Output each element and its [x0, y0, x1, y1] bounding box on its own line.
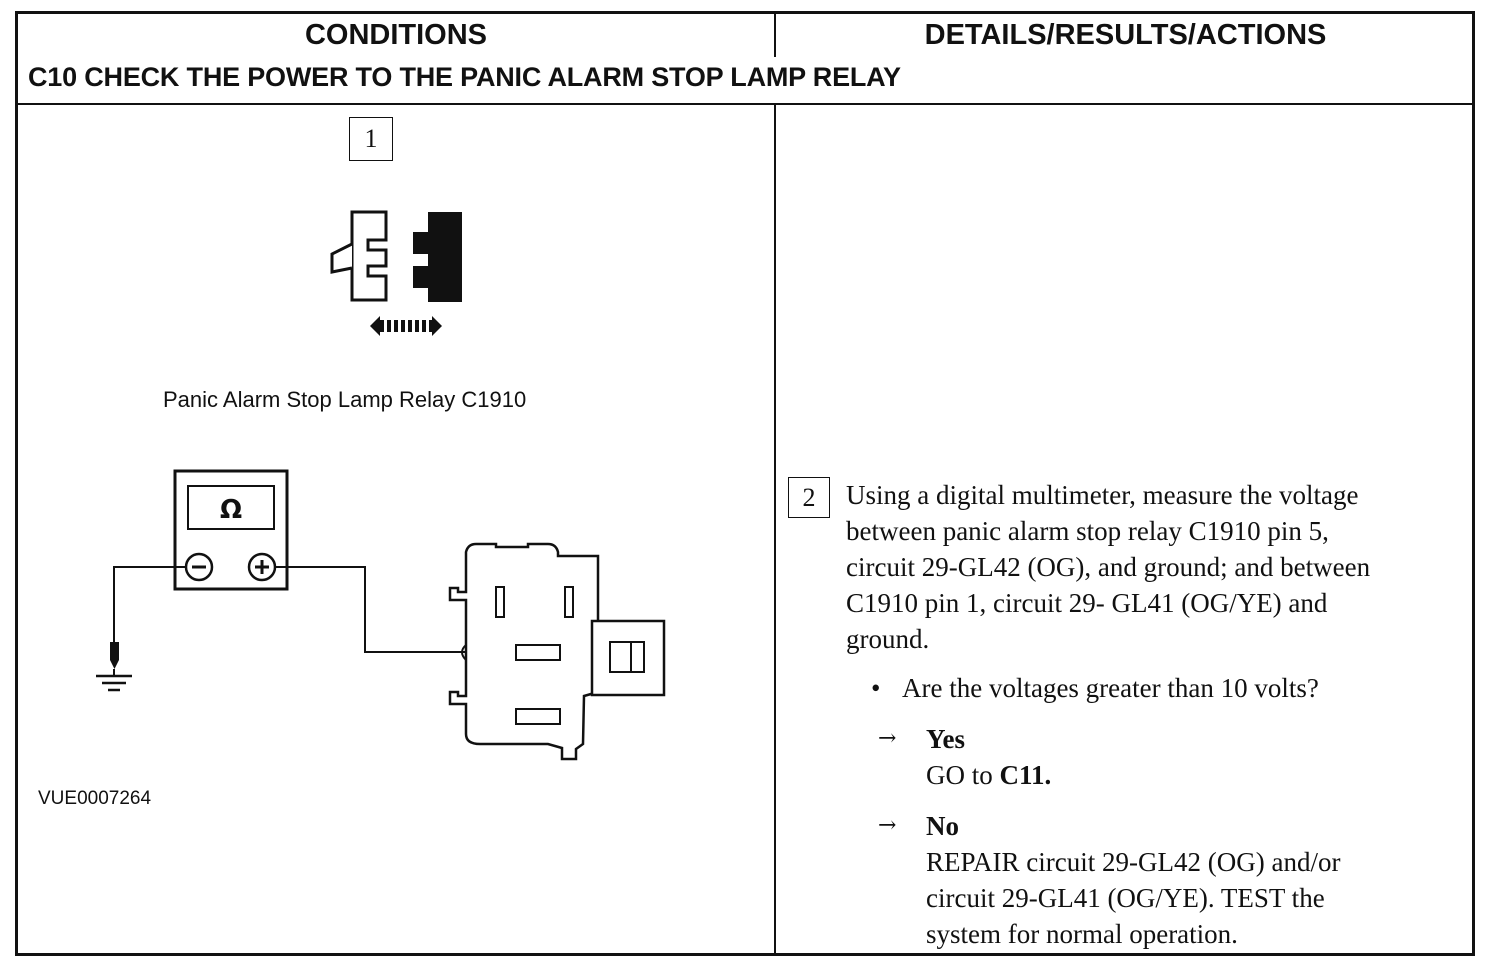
step-title: C10 CHECK THE POWER TO THE PANIC ALARM S… — [28, 62, 901, 92]
no-action: REPAIR circuit 29-GL42 (OG) and/or circu… — [926, 844, 1340, 952]
figure-code: VUE0007264 — [38, 788, 152, 809]
diagnostic-table: CONDITIONS DETAILS/RESULTS/ACTIONS C10 C… — [15, 11, 1475, 956]
no-action-line: REPAIR circuit 29-GL42 (OG) and/or — [926, 847, 1341, 877]
instruction-line: Using a digital multimeter, measure the … — [846, 480, 1359, 510]
yes-action-target: C11. — [999, 760, 1052, 790]
step-number-2: 2 — [788, 477, 830, 518]
relay-connector-c1910 — [448, 542, 666, 761]
yes-action-prefix: GO to — [926, 760, 1000, 790]
conditions-header: CONDITIONS — [304, 19, 488, 51]
multimeter-wiring-diagram: Ω — [96, 469, 666, 761]
column-divider — [774, 14, 776, 953]
yes-action: GO to C11. — [926, 757, 1051, 793]
step-number-1: 1 — [349, 117, 393, 161]
no-action-line: system for normal operation. — [926, 919, 1238, 949]
details-header: DETAILS/RESULTS/ACTIONS — [924, 19, 1327, 51]
step-title-row: C10 CHECK THE POWER TO THE PANIC ALARM S… — [18, 57, 1472, 105]
yes-label: Yes — [926, 724, 965, 754]
question-text: Are the voltages greater than 10 volts? — [902, 673, 1319, 703]
ground-icon — [96, 669, 132, 692]
connector-caption: Panic Alarm Stop Lamp Relay C1910 — [163, 387, 527, 412]
ohm-symbol-icon: Ω — [220, 495, 242, 525]
bullet-icon: • — [871, 673, 881, 703]
table-header-row: CONDITIONS DETAILS/RESULTS/ACTIONS — [18, 14, 1472, 59]
disconnect-connector-icon — [330, 210, 462, 336]
yes-arrow-icon: → — [878, 726, 897, 751]
multimeter-display — [187, 485, 275, 530]
instruction-line: circuit 29-GL42 (OG), and ground; and be… — [846, 552, 1371, 582]
no-action-line: circuit 29-GL41 (OG/YE). TEST the — [926, 883, 1325, 913]
instruction-line: ground. — [846, 624, 930, 654]
instruction-text: Using a digital multimeter, measure the … — [846, 477, 1466, 657]
no-label: No — [926, 811, 959, 841]
instruction-line: between panic alarm stop relay C1910 pin… — [846, 516, 1329, 546]
no-arrow-icon: → — [878, 813, 897, 838]
instruction-line: C1910 pin 1, circuit 29- GL41 (OG/YE) an… — [846, 588, 1328, 618]
